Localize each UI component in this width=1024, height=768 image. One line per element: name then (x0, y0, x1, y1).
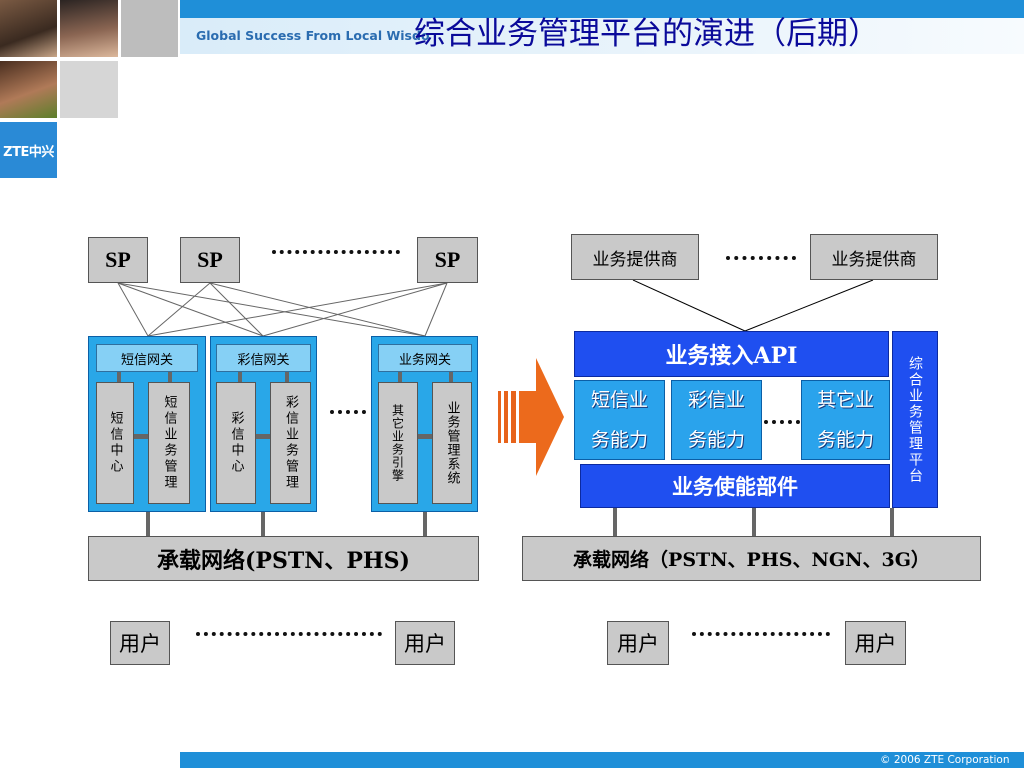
photo-man-1 (0, 0, 57, 57)
ellipsis-dots (196, 632, 382, 636)
service-provider-box-2: 业务提供商 (810, 234, 938, 280)
sms-business-mgmt: 短信业务管理 (148, 382, 190, 504)
photo-woman (0, 61, 57, 118)
slogan: Global Success From Local Wisdo (196, 28, 430, 43)
user-box-3: 用户 (607, 621, 669, 665)
connector (238, 372, 242, 382)
ellipsis-dots (764, 420, 800, 424)
connector (449, 372, 453, 382)
service-management-system: 业务管理系统 (432, 382, 472, 504)
connector (890, 508, 894, 536)
service-enabler: 业务使能部件 (580, 464, 890, 508)
capability-line: 务能力 (816, 429, 874, 451)
mms-capability: 彩信业 务能力 (671, 380, 762, 460)
user-box-4: 用户 (845, 621, 906, 665)
connector (398, 372, 402, 382)
mms-gateway-label: 彩信网关 (216, 344, 311, 372)
header-bar (180, 0, 1024, 18)
connector (423, 512, 427, 536)
ellipsis-dots (692, 632, 830, 636)
slogan-strip (180, 18, 1024, 54)
other-capability: 其它业 务能力 (801, 380, 890, 460)
bearer-network-left: 承载网络(PSTN、PHS) (88, 536, 479, 581)
service-access-api: 业务接入API (574, 331, 889, 377)
photo-placeholder (121, 0, 178, 57)
footer-bar (180, 752, 1024, 768)
mms-business-mgmt: 彩信业务管理 (270, 382, 311, 504)
capability-line: 其它业 (816, 389, 874, 411)
service-provider-box-1: 业务提供商 (571, 234, 699, 280)
sms-gateway-label: 短信网关 (96, 344, 198, 372)
connector (418, 434, 432, 439)
connector (285, 372, 289, 382)
connector (134, 434, 148, 439)
connector (146, 512, 150, 536)
mms-center: 彩信中心 (216, 382, 256, 504)
copyright: © 2006 ZTE Corporation (880, 754, 1010, 766)
sms-center: 短信中心 (96, 382, 134, 504)
sp-box-2: SP (180, 237, 240, 283)
photo-placeholder-2 (60, 61, 118, 118)
capability-line: 务能力 (687, 429, 745, 451)
user-box-2: 用户 (395, 621, 455, 665)
connector (168, 372, 172, 382)
capability-line: 短信业 (590, 389, 648, 411)
ellipsis-dots (726, 256, 796, 260)
transition-arrow-icon (498, 358, 564, 476)
capability-line: 务能力 (590, 429, 648, 451)
user-box-1: 用户 (110, 621, 170, 665)
other-service-engine: 其它业务引擎 (378, 382, 418, 504)
service-gateway-label: 业务网关 (378, 344, 472, 372)
connector (117, 372, 121, 382)
photo-man-2 (60, 0, 118, 57)
sms-capability: 短信业 务能力 (574, 380, 665, 460)
connector (261, 512, 265, 536)
zte-logo: ZTE中兴 (0, 122, 57, 178)
connector (613, 508, 617, 536)
page-title: 综合业务管理平台的演进（后期） (414, 16, 879, 52)
connector (256, 434, 270, 439)
integrated-service-platform: 综合业务管理平台 (892, 331, 938, 508)
sp-box-1: SP (88, 237, 148, 283)
ellipsis-dots (272, 250, 400, 254)
capability-line: 彩信业 (687, 389, 745, 411)
bearer-network-right: 承载网络（PSTN、PHS、NGN、3G） (522, 536, 981, 581)
sp-box-3: SP (417, 237, 478, 283)
ellipsis-dots (330, 410, 366, 414)
connector (752, 508, 756, 536)
